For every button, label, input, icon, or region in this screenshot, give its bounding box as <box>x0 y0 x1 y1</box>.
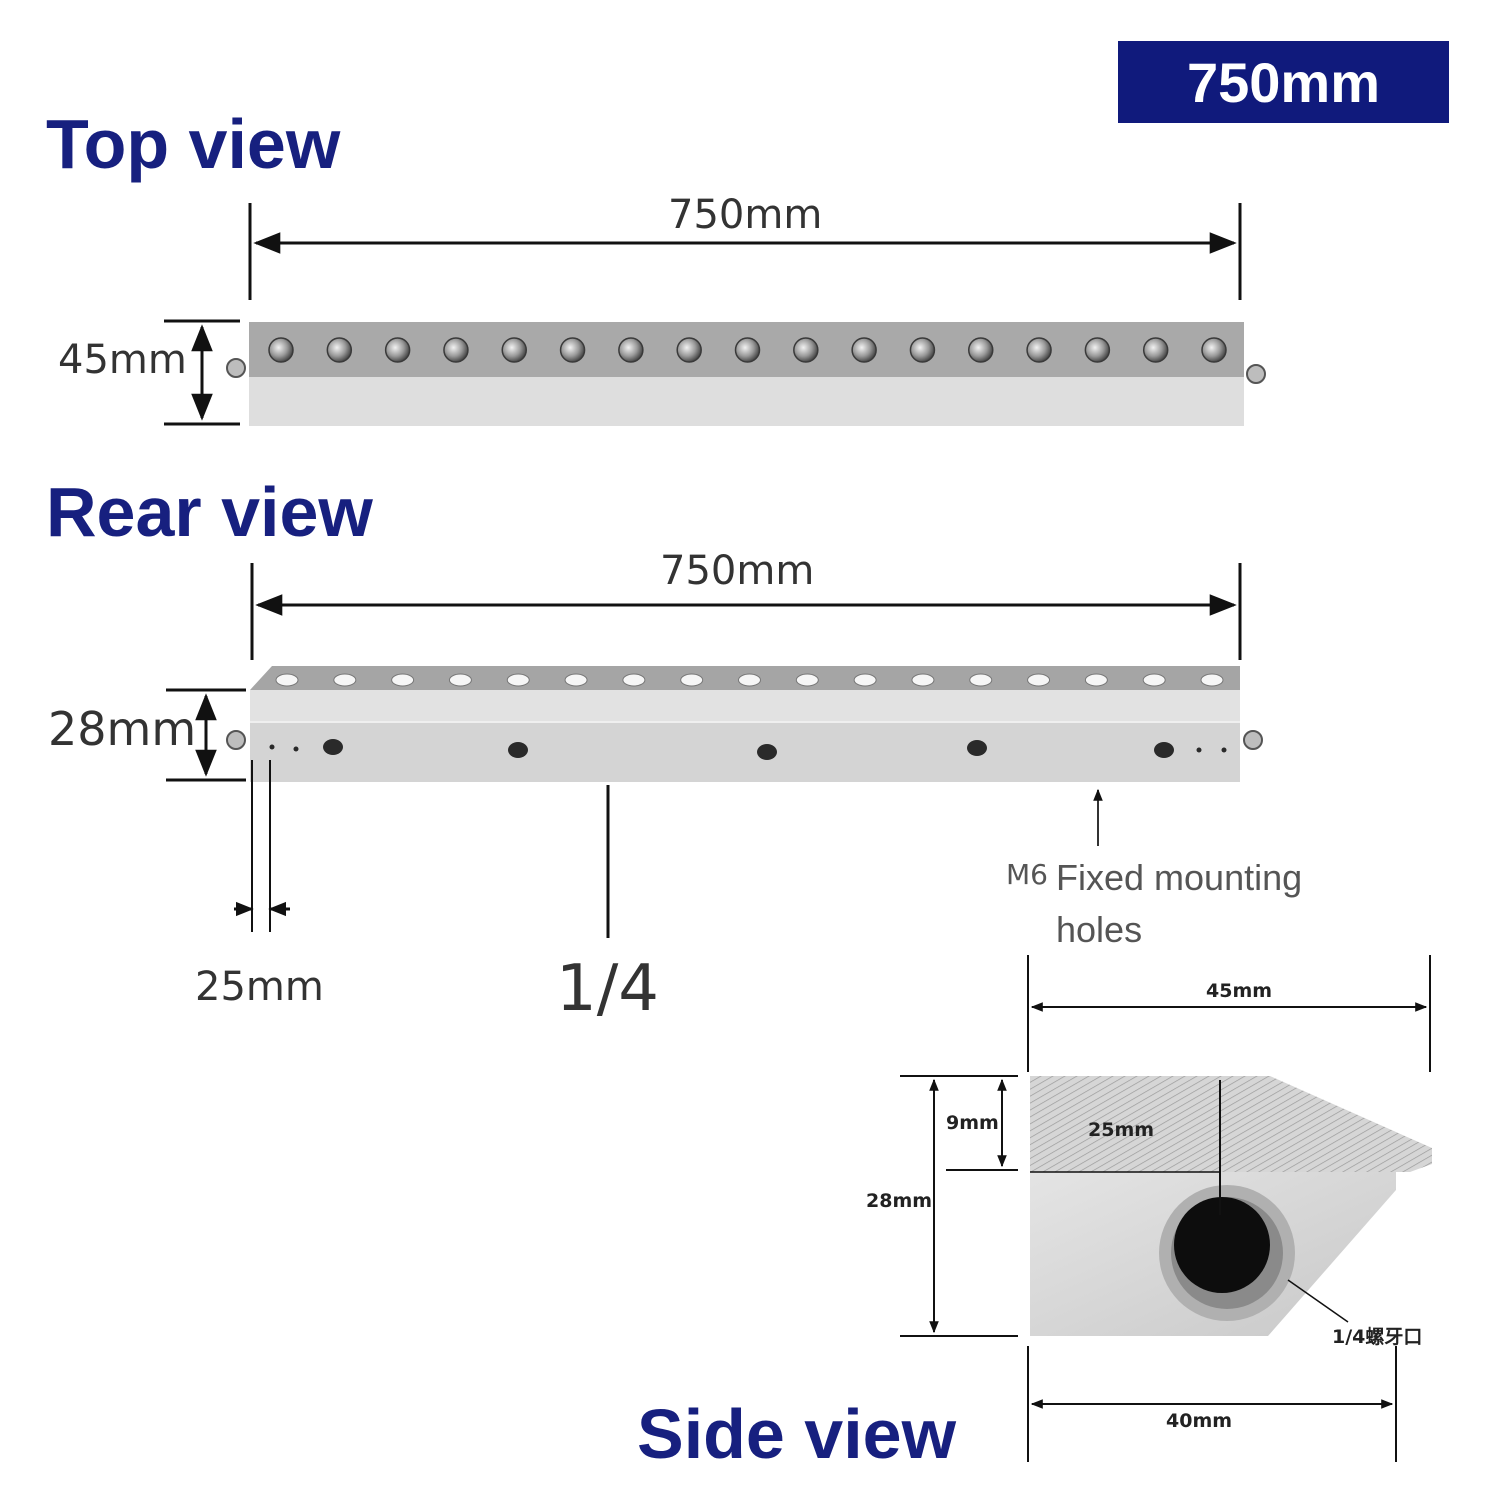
top-bolt-row <box>268 337 1227 363</box>
mount-code-label: M6 <box>1006 858 1048 891</box>
top-bolt <box>851 337 877 363</box>
spacing-label: 25mm <box>195 964 324 1010</box>
top-bolt <box>384 337 411 363</box>
end-bolt-left <box>226 358 246 378</box>
rear-top-hole <box>911 673 935 687</box>
rear-top-hole <box>853 673 877 687</box>
rear-top-hole <box>1084 673 1108 687</box>
rear-top-hole <box>564 673 588 687</box>
length-badge: 750mm <box>1118 41 1449 123</box>
side-width-label: 45mm <box>1206 980 1273 1002</box>
mount-note-line2: holes <box>1056 909 1143 950</box>
rear-top-hole-row <box>275 673 1224 687</box>
top-bolt <box>559 337 586 363</box>
rear-top-hole <box>969 673 993 687</box>
rear-top-hole <box>1200 673 1224 687</box>
thread-size-label: 1/4 <box>556 952 659 1026</box>
rear-top-hole <box>506 673 530 687</box>
mount-note-line1: Fixed mounting <box>1056 857 1303 898</box>
top-bolt <box>326 337 353 363</box>
top-bolt <box>968 337 994 363</box>
end-bolt-right <box>1246 364 1266 384</box>
rear-top-hole <box>275 673 299 687</box>
thread-hole <box>1174 1197 1270 1293</box>
rear-bar-upper-face <box>250 690 1240 722</box>
length-badge-label: 750mm <box>1186 50 1381 114</box>
side-profile-top-plate <box>1030 1076 1432 1172</box>
side-center-label: 25mm <box>1088 1119 1155 1141</box>
top-bolt <box>443 337 469 363</box>
top-view-drawing <box>164 203 1266 426</box>
rear-end-bolt-right <box>1243 730 1263 750</box>
side-total-height-label: 28mm <box>866 1190 933 1212</box>
rear-mounting-holes <box>269 739 1227 760</box>
rear-top-hole <box>680 673 704 687</box>
side-view-drawing <box>900 955 1432 1462</box>
top-bolt <box>1084 337 1111 363</box>
top-bolt <box>734 337 761 363</box>
top-bar-lower <box>249 377 1244 426</box>
rear-top-hole <box>1142 673 1166 687</box>
top-bolt <box>1201 337 1227 363</box>
rear-top-hole <box>448 673 472 687</box>
mount-note: Fixed mounting holes <box>1056 852 1302 956</box>
rear-top-hole <box>622 673 646 687</box>
rear-top-hole <box>333 673 357 687</box>
top-bolt <box>501 337 527 363</box>
top-length-label: 750mm <box>668 192 823 238</box>
rear-top-hole <box>391 673 415 687</box>
top-bolt <box>618 337 644 363</box>
rear-top-hole <box>738 673 761 687</box>
side-thread-label: 1/4螺牙口 <box>1332 1326 1423 1348</box>
top-bolt <box>793 337 819 363</box>
top-bolt <box>676 337 702 363</box>
rear-end-bolt-left <box>226 730 246 750</box>
side-top-thickness-label: 9mm <box>946 1112 999 1134</box>
rear-height-label: 28mm <box>48 702 197 756</box>
top-bolt <box>268 337 294 363</box>
top-bolt <box>909 337 936 363</box>
top-view-title: Top view <box>46 105 341 183</box>
side-view-title: Side view <box>637 1395 957 1473</box>
rear-bar-face <box>250 722 1240 782</box>
top-width-label: 45mm <box>58 337 187 383</box>
rear-view-drawing <box>166 563 1263 938</box>
rear-top-hole <box>1027 673 1051 687</box>
top-bolt <box>1026 337 1052 363</box>
rear-length-label: 750mm <box>660 548 815 594</box>
top-bolt <box>1142 337 1169 363</box>
rear-top-hole <box>795 673 819 687</box>
side-base-label: 40mm <box>1166 1410 1233 1432</box>
rear-view-title: Rear view <box>46 473 373 551</box>
